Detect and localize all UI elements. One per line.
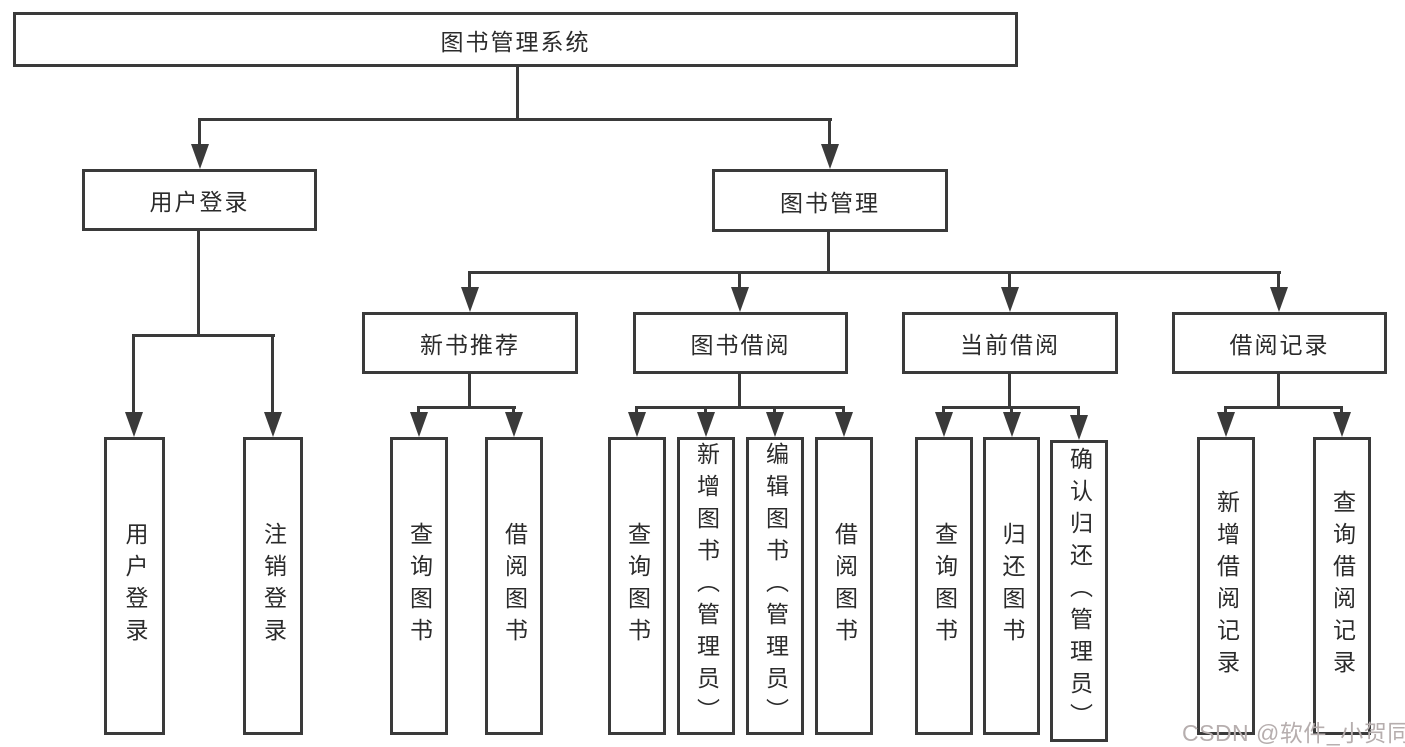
arrowhead-leaf-query-books-3	[935, 412, 953, 437]
node-new-book-recommendation: 新书推荐	[362, 312, 578, 374]
leaf-query-books-1: 查询图书	[390, 437, 448, 735]
connector-arrow-level3-line	[1008, 271, 1011, 294]
leaf-query-books-2: 查询图书	[608, 437, 666, 735]
connector-user-login-hline	[132, 334, 275, 337]
arrowhead-book-borrowing	[731, 287, 749, 312]
connector-arrow-level3-line	[468, 271, 471, 294]
arrowhead-leaf-confirm-return	[1070, 415, 1088, 440]
leaf-edit-book-admin: 编辑图书（管理员）	[746, 437, 804, 735]
leaf-label: 借阅图书	[831, 522, 858, 650]
connector-arrow-leaf-line	[132, 334, 135, 419]
leaf-label: 确认归还（管理员）	[1066, 447, 1093, 735]
node-book-borrowing: 图书借阅	[633, 312, 848, 374]
leaf-confirm-return-admin: 确认归还（管理员）	[1050, 440, 1108, 742]
leaf-logout: 注销登录	[243, 437, 303, 735]
connector-level2-hline	[198, 118, 832, 121]
node-label: 图书借阅	[690, 332, 791, 358]
arrowhead-current-borrowing	[1001, 287, 1019, 312]
node-label: 新书推荐	[420, 332, 520, 358]
arrowhead-leaf-borrow-books-2	[835, 412, 853, 437]
arrowhead-leaf-edit-book	[766, 412, 784, 437]
node-label: 图书管理系统	[440, 28, 591, 55]
arrowhead-leaf-query-books-1	[410, 412, 428, 437]
arrowhead-leaf-logout	[264, 412, 282, 437]
connector-arrow-user-login-line	[198, 118, 201, 151]
arrowhead-leaf-return-books	[1003, 412, 1021, 437]
connector-book-mgmt-stub	[827, 230, 830, 273]
leaf-label: 注销登录	[260, 522, 287, 650]
node-label: 图书管理	[780, 189, 880, 216]
connector-group-stub	[738, 373, 741, 408]
connector-arrow-leaf-line	[1077, 406, 1080, 422]
leaf-label: 查询借阅记录	[1329, 490, 1356, 682]
leaf-label: 查询图书	[931, 522, 958, 650]
leaf-label: 查询图书	[406, 522, 433, 650]
connector-group-hline	[1225, 406, 1343, 409]
node-label: 用户登录	[149, 189, 250, 215]
arrowhead-new-book-recommend	[461, 287, 479, 312]
node-current-borrowing: 当前借阅	[902, 312, 1118, 374]
connector-group-stub	[1277, 373, 1280, 408]
leaf-label: 归还图书	[999, 522, 1025, 650]
leaf-label: 新增借阅记录	[1213, 490, 1240, 682]
csdn-watermark: CSDN @软件_小贺同学	[1182, 720, 1405, 746]
arrowhead-leaf-add-book	[697, 412, 715, 437]
node-label: 当前借阅	[960, 332, 1060, 358]
leaf-label: 借阅图书	[501, 522, 528, 650]
leaf-borrow-books-1: 借阅图书	[485, 437, 543, 735]
connector-arrow-level3-line	[1277, 271, 1280, 294]
leaf-return-books: 归还图书	[983, 437, 1040, 735]
arrowhead-leaf-query-borrow-record	[1333, 412, 1351, 437]
arrowhead-leaf-add-borrow-record	[1217, 412, 1235, 437]
leaf-query-books-3: 查询图书	[915, 437, 973, 735]
arrowhead-borrowing-records	[1270, 287, 1288, 312]
connector-arrow-level3-line	[738, 271, 741, 294]
arrowhead-book-mgmt	[821, 144, 839, 169]
connector-root-stub	[516, 66, 519, 120]
connector-user-login-stub	[197, 230, 200, 336]
connector-group-hline	[418, 406, 516, 409]
arrowhead-user-login	[191, 144, 209, 169]
leaf-borrow-books-2: 借阅图书	[815, 437, 873, 735]
leaf-add-borrow-record: 新增借阅记录	[1197, 437, 1255, 735]
leaf-user-login: 用户登录	[104, 437, 165, 735]
connector-group-stub	[468, 373, 471, 408]
leaf-label: 用户登录	[122, 522, 148, 650]
node-borrowing-records: 借阅记录	[1172, 312, 1387, 374]
node-user-login: 用户登录	[82, 169, 317, 231]
node-label: 借阅记录	[1229, 332, 1330, 358]
leaf-query-borrow-record: 查询借阅记录	[1313, 437, 1371, 735]
leaf-label: 新增图书（管理员）	[693, 442, 720, 730]
arrowhead-leaf-user-login	[125, 412, 143, 437]
connector-group-hline	[636, 406, 845, 409]
arrowhead-leaf-borrow-books-1	[505, 412, 523, 437]
leaf-label: 编辑图书（管理员）	[762, 442, 789, 730]
leaf-add-book-admin: 新增图书（管理员）	[677, 437, 735, 735]
connector-group-stub	[1008, 373, 1011, 408]
connector-arrow-book-mgmt-line	[828, 118, 831, 151]
connector-level3-hline	[468, 271, 1281, 274]
connector-arrow-leaf-line	[271, 334, 274, 419]
arrowhead-leaf-query-books-2	[628, 412, 646, 437]
node-library-management-system: 图书管理系统	[13, 12, 1018, 67]
leaf-label: 查询图书	[624, 522, 651, 650]
node-book-management: 图书管理	[712, 169, 948, 232]
